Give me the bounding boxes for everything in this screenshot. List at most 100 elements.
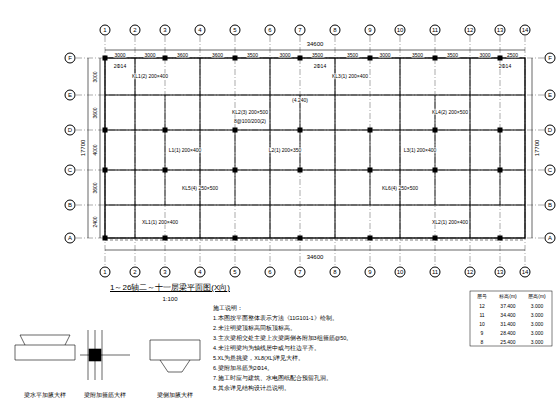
table-cell: 12 — [478, 304, 486, 309]
note-text: 1.本图按平面整体表示方法《11G101-1》绘制。 — [212, 316, 339, 322]
beam-label: KL5(4) 250×500 — [181, 186, 219, 191]
scale-label: 1:100 — [161, 296, 178, 302]
dimension: 4000 — [93, 143, 98, 156]
dimension-total: 34600 — [306, 41, 325, 47]
axis-bubble: 6 — [265, 25, 276, 36]
beam-label: 2Φ14 — [113, 64, 127, 69]
axis-bubble: 3 — [160, 267, 171, 278]
axis-bubble: 12 — [465, 25, 476, 36]
axis-bubble: E — [545, 90, 556, 101]
detail-title: 梁附加箍筋大样 — [83, 392, 127, 398]
note-text: 8.其余详见结构设计总说明。 — [212, 386, 291, 392]
axis-bubble: C — [65, 165, 76, 176]
axis-bubble: 5 — [230, 267, 241, 278]
axis-bubble: 12 — [465, 267, 476, 278]
axis-bubble: 1 — [100, 267, 111, 278]
beam-label: L3(1) 200×400 — [403, 148, 438, 153]
beam-label: L2(1) 200×350 — [268, 148, 303, 153]
axis-bubble: F — [65, 53, 76, 64]
axis-bubble: 7 — [295, 25, 306, 36]
axis-bubble: 7 — [295, 267, 306, 278]
axis-bubble: D — [65, 125, 76, 136]
table-header: 标高(m) — [498, 294, 518, 299]
dimension: 2400 — [93, 215, 98, 228]
axis-bubble: C — [545, 165, 556, 176]
table-cell: 28.400 — [499, 331, 516, 336]
axis-bubble: 5 — [230, 25, 241, 36]
note-text: 7.施工时应与建筑、水电图纸配合预留孔洞。 — [212, 376, 333, 382]
beam-label: KL3(1) 200×400 — [331, 74, 369, 79]
table-cell: 9 — [480, 331, 485, 336]
table-cell: 3.000 — [530, 304, 545, 309]
beam-label: KL6(4) 250×500 — [381, 186, 419, 191]
table-cell: 37.400 — [499, 304, 516, 309]
dimension: 3500 — [411, 53, 424, 58]
dimension: 3000 — [143, 53, 156, 58]
axis-bubble: 9 — [365, 267, 376, 278]
beam-label: XL2(1) 200×400 — [431, 220, 469, 225]
dimension: 2500 — [506, 53, 519, 58]
axis-bubble: D — [545, 125, 556, 136]
dimension: 3000 — [378, 53, 391, 58]
table-cell: 3.000 — [530, 313, 545, 318]
dimension: 3000 — [478, 53, 491, 58]
axis-bubble: 11 — [430, 25, 441, 36]
dimension: 3500 — [311, 53, 324, 58]
axis-bubble: 8 — [330, 25, 341, 36]
table-header: 层高(m) — [527, 294, 547, 299]
axis-bubble: A — [545, 233, 556, 244]
dimension: 3600 — [93, 106, 98, 119]
note-text: 5.XL为悬挑梁，XL8(XL)详见大样。 — [212, 356, 306, 362]
table-cell: 3.000 — [530, 340, 545, 345]
dimension: 3500 — [346, 53, 359, 58]
axis-bubble: 2 — [130, 25, 141, 36]
beam-label: KL1(2) 200×400 — [131, 74, 169, 79]
axis-bubble: 6 — [265, 267, 276, 278]
table-cell: 31.400 — [499, 322, 516, 327]
axis-bubble: 13 — [495, 25, 506, 36]
axis-bubble: 9 — [365, 25, 376, 36]
note-text: 3.主次梁相交处主梁上次梁两侧各附加3组箍筋@50。 — [212, 336, 353, 342]
note-text: 施工说明： — [212, 306, 244, 312]
note-text: 2.未注明梁顶标高同板顶标高。 — [212, 326, 297, 332]
beam-label: L1(1) 200×400 — [168, 148, 203, 153]
beam-label: 2Φ14 — [313, 64, 327, 69]
detail-title: 梁侧加腋大样 — [156, 392, 194, 398]
dimension: 3600 — [93, 181, 98, 194]
axis-bubble: 4 — [195, 267, 206, 278]
dimension: 3000 — [93, 70, 98, 83]
table-cell: 34.400 — [499, 313, 516, 318]
dimension-total: 34600 — [306, 254, 325, 260]
beam-label: 8@100/200(2) — [233, 119, 267, 124]
dimension-total: 17700 — [534, 139, 540, 158]
table-cell: 3.000 — [530, 322, 545, 327]
table-cell: 3.000 — [530, 331, 545, 336]
axis-bubble: B — [545, 200, 556, 211]
beam-label: XL1(1) 200×400 — [141, 220, 179, 225]
beam-label: KL4(2) 200×500 — [431, 110, 469, 115]
axis-bubble: 14 — [520, 267, 531, 278]
dimension-total: 17700 — [80, 139, 86, 158]
axis-bubble: F — [545, 53, 556, 64]
dimension: 3600 — [211, 53, 224, 58]
axis-bubble: 8 — [330, 267, 341, 278]
drawing-title: 1～26轴二～十一层梁平面图(X向) — [109, 284, 231, 292]
dimension: 3500 — [246, 53, 259, 58]
table-cell: 11 — [478, 313, 485, 318]
axis-bubble: 11 — [430, 267, 441, 278]
table-cell: 8 — [480, 340, 485, 345]
note-text: 6.梁附加吊筋为2Φ14。 — [212, 366, 274, 372]
axis-bubble: 2 — [130, 267, 141, 278]
table-header: 层号 — [476, 294, 488, 299]
axis-bubble: A — [65, 233, 76, 244]
detail-title: 梁水平加腋大样 — [23, 392, 67, 398]
beam-label: 2Φ14 — [498, 64, 512, 69]
note-text: 4.未注明梁均为轴线居中或与柱边平齐。 — [212, 346, 321, 352]
axis-bubble: B — [65, 200, 76, 211]
axis-bubble: 3 — [160, 25, 171, 36]
axis-bubble: 10 — [395, 25, 406, 36]
axis-bubble: 4 — [195, 25, 206, 36]
axis-bubble: 1 — [100, 25, 111, 36]
table-cell: 10 — [478, 322, 486, 327]
